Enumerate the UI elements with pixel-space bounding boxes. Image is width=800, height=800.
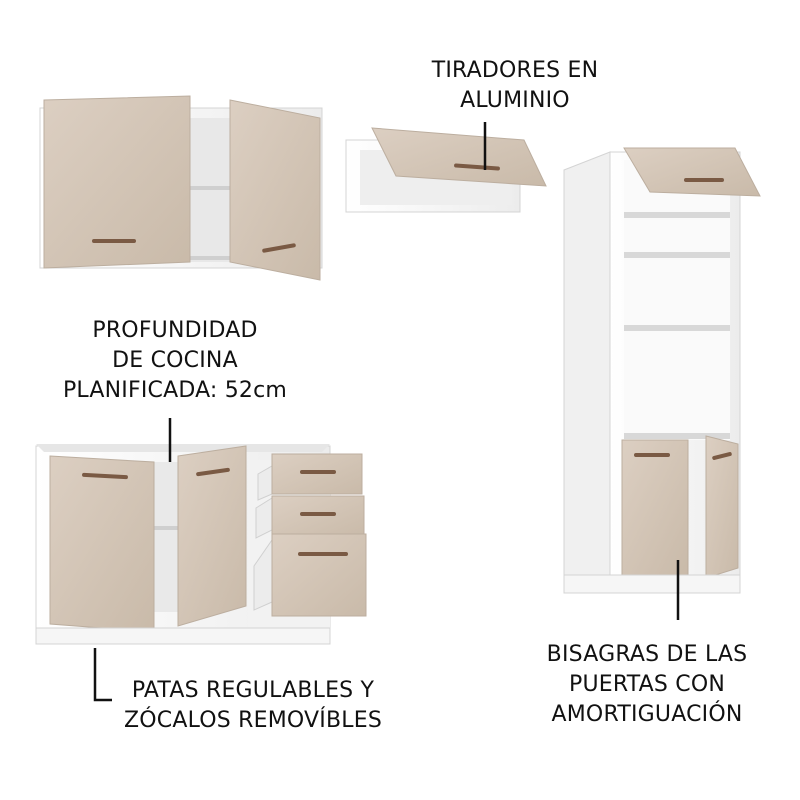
depth-annotation-line2: DE COCINA — [112, 348, 238, 373]
handle-icon — [92, 239, 136, 243]
handles-annotation-line1: TIRADORES EN — [431, 58, 599, 83]
handle-icon — [712, 452, 732, 460]
handle-icon — [82, 472, 128, 480]
flap-wall-cabinet — [345, 127, 547, 213]
handles-annotation-line2: ALUMINIO — [460, 88, 570, 113]
handle-icon — [300, 512, 336, 516]
tall-pantry-cabinet — [563, 147, 761, 594]
handles-annotation: TIRADORES EN ALUMINIO — [420, 56, 610, 116]
handle-icon — [454, 163, 500, 171]
depth-annotation-line1: PROFUNDIDAD — [92, 318, 258, 343]
handle-icon — [298, 552, 348, 556]
hinges-annotation-line1: BISAGRAS DE LAS — [546, 642, 748, 667]
upper-wall-cabinet — [39, 95, 323, 281]
handle-icon — [196, 467, 230, 477]
hinges-annotation-line2: PUERTAS CON — [568, 672, 726, 697]
feet-annotation: PATAS REGULABLES Y ZÓCALOS REMOVÍBLES — [118, 676, 388, 736]
base-cabinet — [35, 444, 367, 645]
handle-icon — [300, 470, 336, 474]
handle-icon — [634, 453, 670, 457]
hinges-annotation: BISAGRAS DE LAS PUERTAS CON AMORTIGUACIÓ… — [532, 640, 762, 730]
feet-annotation-line2: ZÓCALOS REMOVÍBLES — [124, 708, 382, 733]
leader-lines — [93, 122, 680, 702]
handle-icon — [262, 243, 296, 253]
feet-annotation-line1: PATAS REGULABLES Y — [131, 678, 375, 703]
depth-annotation: PROFUNDIDAD DE COCINA PLANIFICADA: 52cm — [40, 316, 310, 406]
feet-leader-line — [93, 648, 112, 702]
hinges-annotation-line3: AMORTIGUACIÓN — [551, 702, 743, 727]
depth-annotation-line3: PLANIFICADA: 52cm — [62, 378, 288, 403]
handle-icon — [684, 178, 724, 182]
